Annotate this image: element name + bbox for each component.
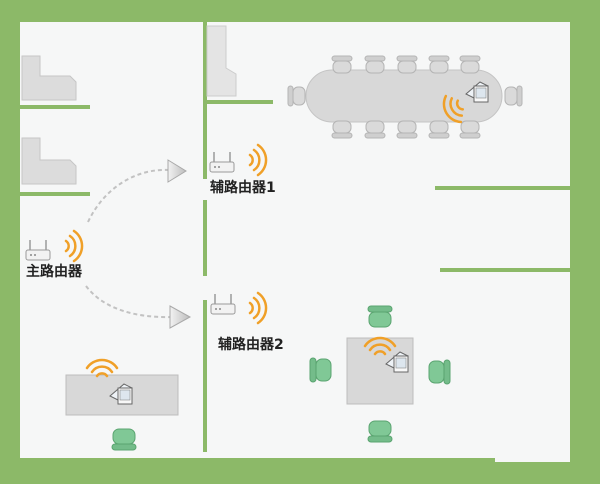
shelf-icon: [21, 25, 237, 185]
aux-router-1-label: 辅路由器1: [210, 180, 276, 196]
desk: [65, 358, 179, 451]
square-table: [309, 305, 451, 443]
arrow-icon: [85, 159, 192, 329]
aux-router-2-label: 辅路由器2: [218, 337, 284, 353]
conference-table: [287, 55, 523, 139]
interior-walls: [20, 22, 570, 484]
main-router-label: 主路由器: [26, 264, 82, 280]
